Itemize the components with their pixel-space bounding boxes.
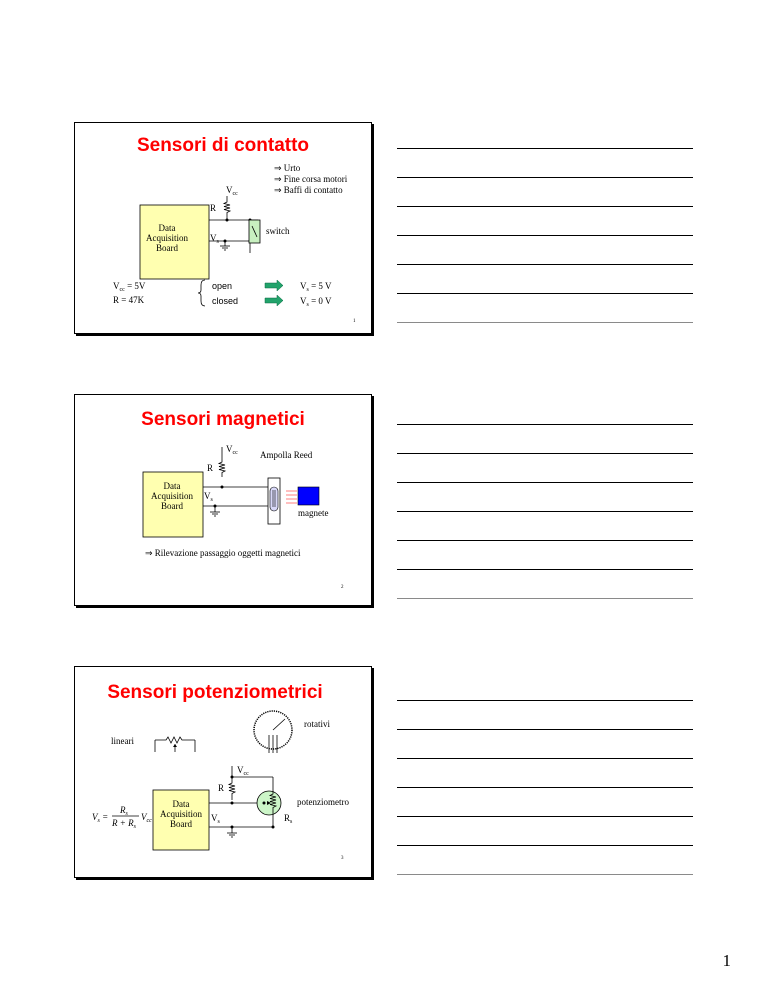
r-label: R	[207, 463, 213, 473]
bullet-fine-corsa: ⇒ Fine corsa motori	[274, 174, 348, 184]
slide3-number: 3	[341, 856, 344, 861]
note-line	[397, 569, 693, 570]
note-line	[397, 293, 693, 294]
note-line	[397, 816, 693, 817]
note: ⇒ Rilevazione passaggio oggetti magnetic…	[145, 548, 301, 558]
note-line	[397, 729, 693, 730]
slide2-canvas: Sensori magnetici Vcc Ampolla Reed R Dat…	[141, 409, 344, 590]
arrow-icon-open	[264, 279, 284, 292]
board-label-3: Board	[170, 819, 192, 829]
vs-label: Vs	[210, 233, 220, 245]
vcc-label: Vcc	[237, 765, 249, 777]
svg-text:Rs: Rs	[119, 805, 129, 817]
state-open: open	[212, 281, 232, 291]
board-label-1: Data	[164, 481, 181, 491]
board-label-1: Data	[159, 223, 176, 233]
slide-sensori-potenziometrici: Sensori potenziometrici rotativi lineari…	[74, 666, 372, 878]
note-line	[397, 235, 693, 236]
resistor-r	[222, 199, 232, 216]
slide2-title: Sensori magnetici	[141, 409, 305, 430]
board-label-2: Acquisition	[151, 491, 193, 501]
note-line	[397, 787, 693, 788]
reed-label: Ampolla Reed	[260, 450, 313, 460]
note-line	[397, 148, 693, 149]
note-line	[397, 511, 693, 512]
vs-label: Vs	[211, 813, 221, 825]
svg-text:R + Rs: R + Rs	[111, 818, 137, 830]
param-r: R = 47K	[113, 295, 145, 305]
svg-text:Vcc: Vcc	[141, 812, 152, 824]
note-line	[397, 700, 693, 701]
rs-label: Rs	[284, 813, 293, 825]
rotary-potentiometer-icon	[253, 710, 293, 753]
arrow-icon-closed	[264, 294, 284, 307]
param-vcc: Vcc = 5V	[113, 281, 146, 293]
resistor-r	[217, 459, 227, 477]
note-line	[397, 540, 693, 541]
switch-label: switch	[266, 226, 290, 236]
brace	[197, 279, 206, 307]
vcc-label: Vcc	[226, 444, 238, 456]
note-line	[397, 264, 693, 265]
board-label-1: Data	[173, 799, 190, 809]
note-line	[397, 322, 693, 323]
note-line	[397, 482, 693, 483]
state-closed: closed	[212, 296, 238, 306]
pot-label: potenziometro	[297, 797, 349, 807]
data-acquisition-board	[152, 789, 210, 851]
resistor-r	[227, 780, 237, 800]
rotativi-label: rotativi	[304, 719, 330, 729]
slide-sensori-di-contatto: Sensori di contatto ⇒ Urto ⇒ Fine corsa …	[74, 122, 372, 334]
linear-potentiometer-icon	[154, 736, 196, 752]
note-line	[397, 424, 693, 425]
note-line	[397, 845, 693, 846]
lineari-label: lineari	[111, 736, 134, 746]
magnet-icon	[297, 486, 320, 506]
board-label-2: Acquisition	[160, 809, 202, 819]
slide1-title: Sensori di contatto	[137, 135, 309, 156]
note-line	[397, 874, 693, 875]
note-line	[397, 758, 693, 759]
note-line	[397, 598, 693, 599]
vs-label: Vs	[204, 491, 214, 503]
data-acquisition-board	[139, 204, 210, 280]
bullet-baffi: ⇒ Baffi di contatto	[274, 185, 343, 195]
page-number: 1	[722, 951, 732, 970]
slide2-number: 2	[341, 585, 344, 590]
board-label-2: Acquisition	[146, 233, 188, 243]
voltage-divider-formula: Vs = Rs R + Rs Vcc	[92, 805, 152, 830]
slide1-number: 1	[353, 319, 356, 324]
reed-ampoule	[269, 486, 279, 512]
slide-sensori-magnetici: Sensori magnetici Vcc Ampolla Reed R Dat…	[74, 394, 372, 606]
data-acquisition-board	[142, 471, 204, 538]
result-open: Vs = 5 V	[300, 281, 332, 293]
note-line	[397, 206, 693, 207]
note-line	[397, 177, 693, 178]
svg-text:Vs =: Vs =	[92, 812, 108, 824]
note-line	[397, 453, 693, 454]
slide3-title: Sensori potenziometrici	[107, 682, 322, 703]
slide3-canvas: Sensori potenziometrici rotativi lineari…	[92, 682, 349, 861]
bullet-urto: ⇒ Urto	[274, 163, 301, 173]
board-label-3: Board	[156, 243, 178, 253]
slide1-canvas: Sensori di contatto ⇒ Urto ⇒ Fine corsa …	[113, 135, 356, 324]
r-label: R	[210, 203, 216, 213]
r-label: R	[218, 783, 224, 793]
vcc-label: Vcc	[226, 185, 238, 197]
magnet-label: magnete	[298, 508, 329, 518]
result-closed: Vs = 0 V	[300, 296, 332, 308]
board-label-3: Board	[161, 501, 183, 511]
